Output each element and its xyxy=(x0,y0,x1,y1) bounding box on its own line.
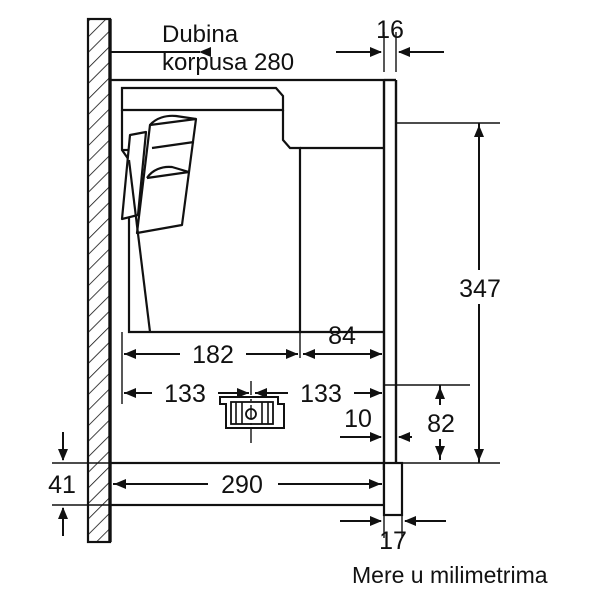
louvre-flap-left xyxy=(120,130,148,221)
dimension-depth-cabinet: Dubina korpusa 280 xyxy=(110,21,294,76)
dimension-16: 16 xyxy=(336,16,444,57)
dim-133l-text-bg xyxy=(152,376,218,408)
dim-347-text: 347 xyxy=(459,275,501,303)
dim-182-text-bg xyxy=(180,337,246,369)
filter-rib-2 xyxy=(146,170,190,180)
witness-lines xyxy=(52,32,500,538)
dimension-17: 17 xyxy=(340,516,446,555)
dimension-10: 10 xyxy=(340,405,440,442)
dim-16-text: 16 xyxy=(376,16,404,44)
label-depth-line1: Dubina xyxy=(162,21,239,48)
dim-41-text: 41 xyxy=(48,471,76,499)
dim-133-right-text: 133 xyxy=(300,380,342,408)
filter-top-curve xyxy=(149,114,197,126)
wall-section xyxy=(86,17,112,544)
dimension-290: 290 xyxy=(113,467,382,499)
dim-82-text: 82 xyxy=(427,410,455,438)
base-end-block xyxy=(382,461,404,517)
dimension-347: 347 xyxy=(449,123,511,463)
dimension-133-left: 133 xyxy=(124,376,249,408)
dimension-82: 82 xyxy=(412,385,470,460)
dim-290-text: 290 xyxy=(221,471,263,499)
dim-84-text: 84 xyxy=(328,322,356,350)
filter-louvre-detail xyxy=(120,114,198,333)
filter-mid-curve xyxy=(146,165,190,179)
dimension-133-right: 133 xyxy=(255,376,382,408)
dim-10-text: 10 xyxy=(344,405,372,433)
dim-17-text: 17 xyxy=(379,527,407,555)
dim-133r-text-bg xyxy=(288,376,354,408)
hood-upper-bar xyxy=(120,86,285,112)
dim-82-text-bg xyxy=(412,405,470,439)
front-panel xyxy=(382,78,398,470)
dimension-182: 182 xyxy=(124,337,298,369)
duct-connector-detail xyxy=(219,381,285,446)
dim-290-text-bg xyxy=(208,467,278,499)
dimension-41: 41 xyxy=(48,432,76,536)
wall-hatching xyxy=(88,19,110,542)
dim-182-text: 182 xyxy=(192,341,234,369)
dimension-84: 84 xyxy=(303,322,382,359)
label-depth-line2: korpusa 280 xyxy=(162,49,294,76)
footer-units-note: Mere u milimetrima xyxy=(352,562,548,588)
hood-inner-slant xyxy=(127,159,152,333)
filter-rib-1 xyxy=(151,140,195,150)
dim-133-left-text: 133 xyxy=(164,380,206,408)
dim-347-text-bg xyxy=(449,270,511,304)
